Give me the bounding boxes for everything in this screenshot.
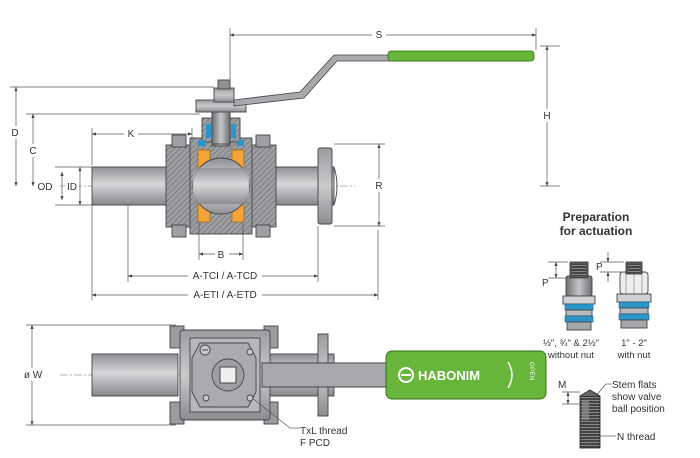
thread-note-line2: F PCD — [300, 438, 330, 449]
handle-nut — [213, 87, 235, 103]
ferrule-right — [317, 147, 333, 225]
handle-brand: HABONIM — [418, 368, 480, 383]
dim-p-right-label: P — [596, 262, 603, 273]
dim-k-label: K — [128, 129, 135, 140]
n-thread-label: N thread — [617, 432, 655, 443]
dim-p-left-label: P — [542, 278, 549, 289]
dim-w-label: ø W — [24, 370, 43, 381]
plan-view: HABONIM OPEN ø W TxL thread F PCD — [22, 324, 547, 449]
end-cap-right — [249, 144, 277, 228]
stem-with-nut — [616, 261, 652, 329]
plan-pipe-left — [91, 353, 179, 397]
dim-m-label: M — [558, 380, 566, 391]
section-view: S H D C K OD ID R — [8, 28, 560, 301]
end-cap-left — [165, 144, 193, 228]
dim-b-label: B — [218, 250, 225, 261]
dim-a-tc-label: A-TCI / A-TCD — [193, 271, 257, 282]
handle-lever — [233, 54, 529, 107]
actuation-title-2: for actuation — [560, 224, 633, 238]
caption-left-1: ½", ¾" & 2½" — [543, 338, 599, 349]
stem-without-nut — [562, 261, 596, 331]
actuation-title-1: Preparation — [563, 210, 630, 224]
plan-handle-grip — [385, 350, 547, 400]
stem-seal-right — [231, 124, 236, 138]
dim-id-label: ID — [67, 182, 77, 193]
stem-note-1: Stem flats — [612, 380, 656, 391]
caption-left-2: without nut — [547, 350, 594, 361]
thread-note-line1: TxL thread — [300, 426, 347, 437]
stem-flats-detail — [579, 389, 601, 449]
dim-r-label: R — [375, 181, 382, 192]
stem-seal-left — [206, 124, 211, 138]
caption-right-1: 1" - 2" — [621, 338, 647, 349]
dim-od-label: OD — [38, 182, 53, 193]
dim-h-label: H — [543, 111, 550, 122]
handle-open-label: OPEN — [528, 362, 534, 381]
dim-a-et-label: A-ETI / A-ETD — [193, 290, 256, 301]
dim-c-label: C — [29, 146, 36, 157]
stem-note-3: ball position — [612, 404, 665, 415]
stem-note-2: show valve — [612, 392, 662, 403]
actuation-detail: Preparation for actuation P — [542, 210, 665, 449]
dim-s-label: S — [376, 30, 383, 41]
dim-d-label: D — [11, 128, 18, 139]
caption-right-2: with nut — [617, 350, 651, 361]
habonim-logo-icon — [398, 367, 414, 383]
handle-grip — [387, 50, 535, 62]
pipe-left — [91, 166, 179, 206]
